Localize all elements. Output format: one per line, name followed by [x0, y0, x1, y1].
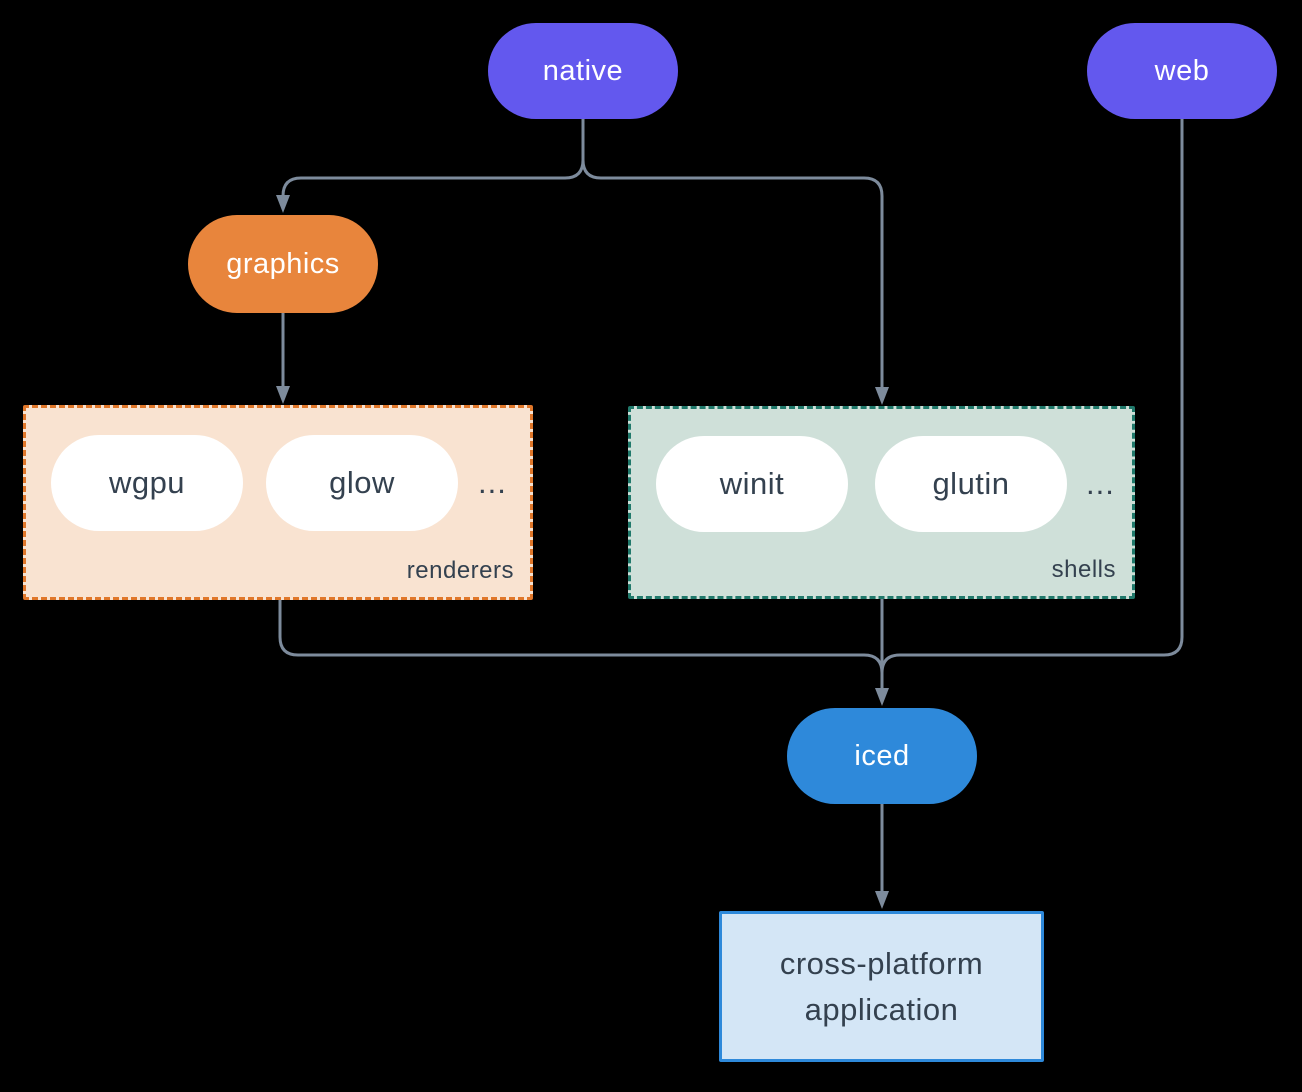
group-renderers-label: renderers [406, 557, 514, 584]
node-native: native [488, 23, 678, 119]
edge-renderers-iced [278, 600, 884, 674]
group-shells-label: shells [1051, 556, 1116, 583]
node-winit-label: winit [719, 466, 785, 501]
node-graphics-label: graphics [226, 247, 340, 280]
edge-native-graphics [276, 118, 585, 213]
group-renderers: wgpu glow ... renderers [23, 405, 533, 600]
node-glutin: glutin [875, 436, 1067, 532]
node-glutin-label: glutin [932, 466, 1010, 501]
node-graphics: graphics [188, 215, 378, 313]
node-glow-label: glow [329, 465, 395, 500]
node-native-label: native [542, 54, 624, 87]
node-wgpu-label: wgpu [108, 465, 186, 500]
node-glow: glow [266, 435, 458, 531]
renderers-ellipsis: ... [478, 465, 507, 500]
shells-ellipsis: ... [1086, 466, 1115, 501]
node-wgpu: wgpu [51, 435, 243, 531]
app-label-line2: application [804, 991, 959, 1027]
node-winit: winit [656, 436, 848, 532]
group-shells: winit glutin ... shells [628, 406, 1135, 599]
edge-native-shells [581, 118, 889, 405]
node-web-label: web [1154, 54, 1210, 87]
node-web: web [1087, 23, 1277, 119]
node-iced-label: iced [854, 739, 910, 772]
app-label-line1: cross-platform [779, 945, 984, 981]
node-iced: iced [787, 708, 977, 804]
node-cross-platform-application: cross-platform application [719, 911, 1044, 1062]
